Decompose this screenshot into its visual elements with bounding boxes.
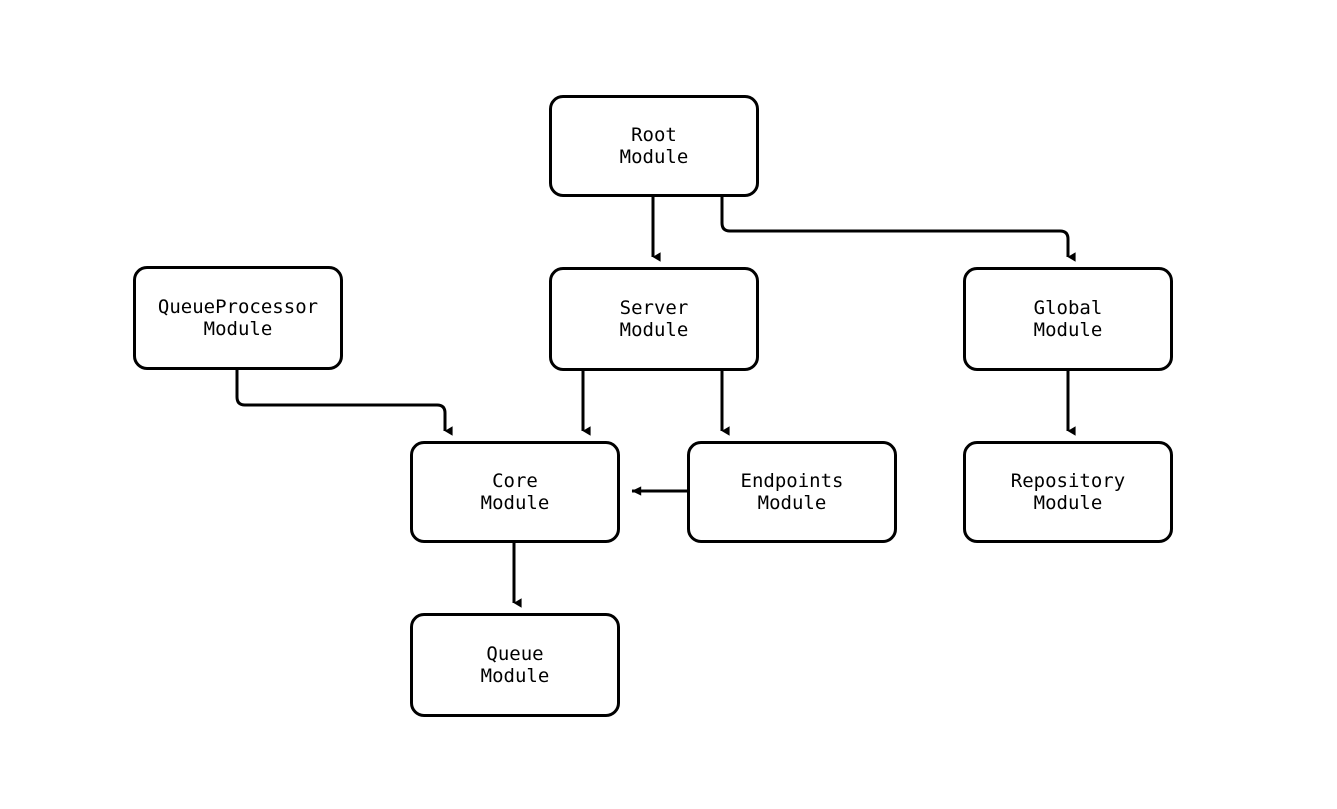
node-endpoints-module[interactable]: Endpoints Module [687, 441, 897, 543]
node-queueprocessor-module-label: QueueProcessor Module [157, 296, 319, 340]
node-core-module[interactable]: Core Module [410, 441, 620, 543]
node-server-module-label: Server Module [619, 297, 689, 341]
node-queueprocessor-module[interactable]: QueueProcessor Module [133, 266, 343, 370]
node-server-module[interactable]: Server Module [549, 267, 759, 371]
node-endpoints-module-label: Endpoints Module [740, 470, 844, 514]
node-queue-module-label: Queue Module [480, 643, 550, 687]
node-root-module-label: Root Module [619, 124, 689, 168]
node-global-module-label: Global Module [1033, 297, 1103, 341]
node-repository-module[interactable]: Repository Module [963, 441, 1173, 543]
node-repository-module-label: Repository Module [1010, 470, 1126, 514]
edge-root-to-global [720, 197, 1076, 262]
node-queue-module[interactable]: Queue Module [410, 613, 620, 717]
node-root-module[interactable]: Root Module [549, 95, 759, 197]
edge-queueprocessor-to-core [235, 370, 453, 436]
node-global-module[interactable]: Global Module [963, 267, 1173, 371]
node-core-module-label: Core Module [480, 470, 550, 514]
